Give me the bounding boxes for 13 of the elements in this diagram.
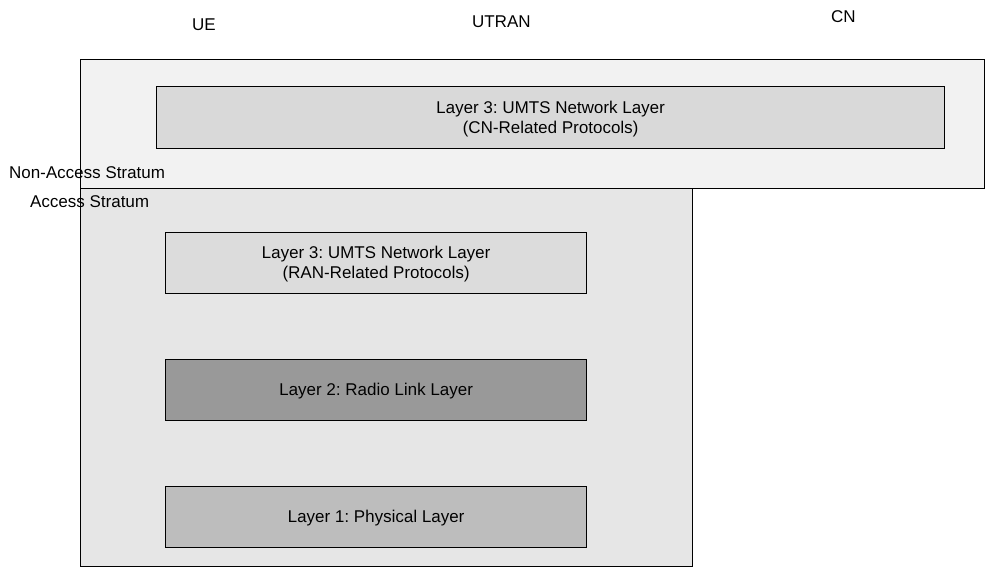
layer-label: Layer 2: Radio Link Layer — [279, 380, 473, 400]
layer-box — [165, 486, 587, 548]
layer-box — [156, 86, 945, 149]
layer-label: Layer 3: UMTS Network Layer — [262, 243, 490, 263]
layer-label: (RAN-Related Protocols) — [282, 263, 470, 283]
column-heading: UTRAN — [472, 12, 531, 32]
column-heading: CN — [831, 7, 856, 27]
layer-label: (CN-Related Protocols) — [462, 118, 638, 138]
layer-label: Layer 3: UMTS Network Layer — [436, 98, 665, 118]
layer-box — [165, 232, 587, 294]
layer-label: Layer 1: Physical Layer — [288, 507, 464, 527]
layer-box — [165, 359, 587, 421]
column-heading: UE — [192, 15, 216, 35]
